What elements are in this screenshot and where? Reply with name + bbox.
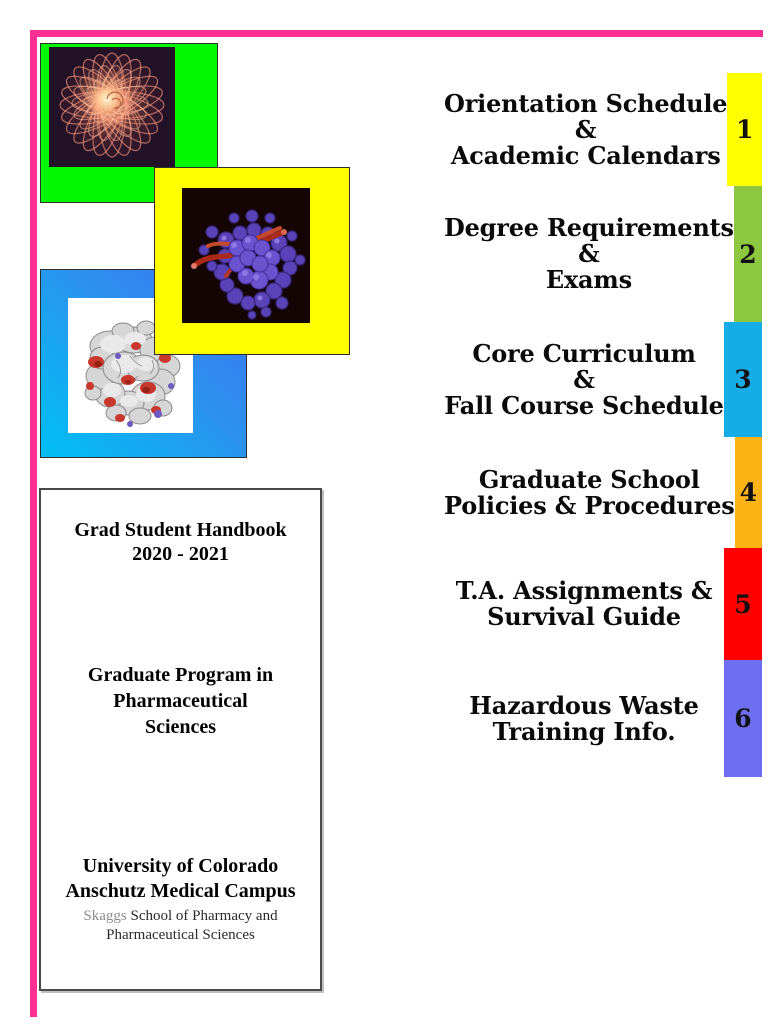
school-name-line1-rest: School of Pharmacy and — [126, 908, 278, 924]
handbook-title: Grad Student Handbook 2020 - 2021 — [41, 518, 320, 566]
tab-number-5: 5 — [734, 589, 752, 619]
section-row-3: Core Curriculum & Fall Course Schedule 3 — [444, 322, 762, 437]
section-label-3: Core Curriculum & Fall Course Schedule — [444, 338, 724, 420]
section-row-2: Degree Requirements & Exams 2 — [444, 186, 762, 322]
protein-surface-graphic — [68, 298, 193, 433]
university-name-line1: University of Colorado — [82, 855, 279, 877]
handbook-title-line1: Grad Student Handbook — [74, 519, 287, 541]
program-title-line1: Graduate Program in — [87, 664, 274, 686]
fractal-flower-image — [49, 47, 175, 167]
tab-number-6: 6 — [734, 704, 752, 733]
molecular-model-image — [182, 188, 310, 323]
tab-number-2: 2 — [739, 239, 757, 269]
section-label-5: T.A. Assignments & Survival Guide — [455, 576, 713, 631]
section-tab-1: 1 — [727, 73, 762, 186]
protein-surface-image — [68, 298, 193, 433]
university-name: University of Colorado Anschutz Medical … — [41, 854, 320, 904]
section-label-1: Orientation Schedule & Academic Calendar… — [444, 88, 728, 170]
school-name-line1: Skaggs School of Pharmacy and — [41, 907, 320, 926]
section-row-1: Orientation Schedule & Academic Calendar… — [444, 73, 762, 186]
handbook-title-line2: 2020 - 2021 — [132, 543, 229, 565]
fractal-flower-graphic — [49, 47, 175, 167]
program-title-line2: Pharmaceutical — [113, 690, 248, 712]
program-title: Graduate Program in Pharmaceutical Scien… — [41, 662, 320, 740]
blue-photo-frame — [40, 269, 247, 458]
section-row-5: T.A. Assignments & Survival Guide 5 — [444, 548, 762, 660]
school-name: Skaggs School of Pharmacy and Pharmaceut… — [41, 907, 320, 945]
tab-number-4: 4 — [739, 478, 757, 507]
page-border — [30, 30, 763, 1017]
section-label-2: Degree Requirements & Exams — [444, 213, 734, 294]
university-name-line2: Anschutz Medical Campus — [65, 880, 296, 902]
section-label-4: Graduate School Policies & Procedures — [444, 464, 735, 520]
section-row-6: Hazardous Waste Training Info. 6 — [444, 660, 762, 777]
molecular-model-graphic — [182, 188, 310, 323]
school-name-highlight: Skaggs — [83, 908, 127, 924]
section-tab-3: 3 — [724, 322, 762, 437]
section-row-4: Graduate School Policies & Procedures 4 — [444, 437, 762, 548]
green-photo-frame — [40, 43, 218, 203]
section-tab-6: 6 — [724, 660, 762, 777]
section-tab-2: 2 — [733, 186, 762, 322]
section-tab-4: 4 — [734, 437, 762, 548]
program-title-line3: Sciences — [144, 716, 217, 738]
section-index: Orientation Schedule & Academic Calendar… — [444, 73, 762, 777]
yellow-photo-frame — [154, 167, 350, 355]
section-label-6: Hazardous Waste Training Info. — [469, 690, 699, 746]
tab-number-1: 1 — [735, 115, 754, 144]
school-name-line2: Pharmaceutical Sciences — [106, 927, 255, 943]
tab-number-3: 3 — [734, 365, 752, 394]
section-tab-5: 5 — [724, 548, 762, 660]
title-box: Grad Student Handbook 2020 - 2021 Gradua… — [39, 488, 322, 991]
